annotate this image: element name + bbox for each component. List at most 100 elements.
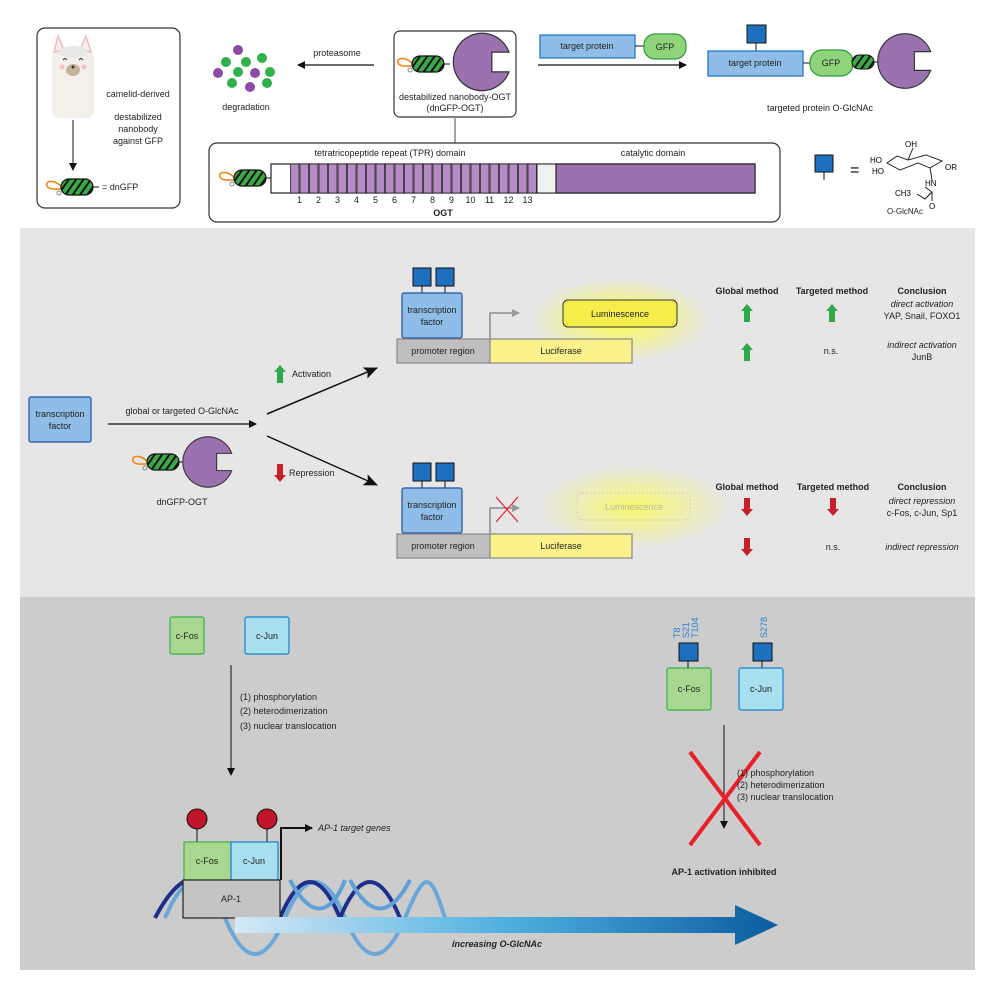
tf-label: factor [421, 512, 444, 522]
catalytic-domain-label: catalytic domain [621, 148, 686, 158]
ap1-activation-path: c-Fos c-Jun (1) phosphorylation (2) hete… [153, 616, 447, 956]
tpr-repeat-segment [499, 163, 509, 194]
target-protein-label: target protein [728, 58, 781, 68]
oglcnac-icon [678, 642, 699, 662]
repression-arrow [266, 435, 378, 486]
degraded-fragments-icon [213, 45, 275, 92]
oglcnac-icon [412, 462, 432, 482]
chem-ho: HO [870, 156, 882, 165]
dngfp-label: = dnGFP [102, 182, 138, 192]
oglcnac-icon [412, 267, 432, 287]
tpr-number: 9 [449, 195, 454, 205]
tpr-repeat-segment [480, 163, 490, 194]
tpr-repeat-segment [461, 163, 471, 194]
tpr-number: 5 [373, 195, 378, 205]
cjun-label: c-Jun [243, 856, 265, 866]
oglcnac-icon [814, 154, 834, 173]
construct-label-2: (dnGFP-OGT) [426, 103, 483, 113]
luminescence-label: Luminescence [605, 502, 663, 512]
header-global: Global method [716, 482, 779, 492]
header-conclusion: Conclusion [898, 286, 947, 296]
ogt-label: OGT [433, 208, 453, 218]
header-targeted: Targeted method [797, 482, 869, 492]
conclusion: direct repression [889, 496, 956, 506]
ap1-targets-label: AP-1 target genes [317, 823, 391, 833]
global-targeted-label: global or targeted O-GlcNAc [125, 406, 239, 416]
luciferase-label: Luciferase [540, 346, 582, 356]
tpr-repeat-segment [442, 163, 452, 194]
tpr-repeat-segment [518, 163, 528, 194]
cfos-label: c-Fos [196, 856, 219, 866]
site-label: T8 [672, 627, 682, 638]
phosphate-icon [186, 808, 208, 830]
oglcnac-gradient-arrow: increasing O-GlcNAc [235, 905, 778, 949]
header-targeted: Targeted method [796, 286, 868, 296]
degradation-group: degradation proteasome [213, 45, 374, 112]
tpr-repeat-segment [508, 163, 518, 194]
ap1-inhibited-path: T8 S21 T104 S278 c-Fos c-Jun (1) phospho… [666, 617, 834, 877]
tf-label: transcription [407, 305, 456, 315]
tpr-number: 8 [430, 195, 435, 205]
tpr-repeat-segment [432, 163, 442, 194]
step-3: (3) nuclear translocation [240, 721, 337, 731]
nanobody-desc-2: nanobody [118, 124, 158, 134]
chem-o: O [929, 202, 935, 211]
tpr-repeat-segment [309, 163, 319, 194]
tpr-repeat-segment [394, 163, 404, 194]
degradation-label: degradation [222, 102, 270, 112]
oglcnac-icon [746, 24, 767, 44]
bottom-panel [20, 597, 975, 970]
chem-ho: HO [872, 167, 884, 176]
chem-ch3: CH3 [895, 189, 912, 198]
activation-arrow [266, 367, 378, 415]
tpr-number: 4 [354, 195, 359, 205]
conclusion: direct activation [891, 299, 954, 309]
llama-icon [52, 33, 94, 118]
oglcnac-structure-icon [886, 147, 944, 201]
promoter-label: promoter region [411, 541, 475, 551]
conclusion: indirect activation [887, 340, 957, 350]
oglcnac-legend: = OH HO HO OR HN CH3 O O-GlcNAc [814, 140, 957, 216]
step-1: (1) phosphorylation [240, 692, 317, 702]
oglcnac-icon [435, 267, 455, 287]
dngfp-ogt-label: dnGFP-OGT [156, 497, 208, 507]
inhibited-label: AP-1 activation inhibited [671, 867, 776, 877]
site-label: T104 [690, 617, 700, 638]
repression-construct: Luminescence transcription factor promot… [396, 462, 729, 559]
targeting-scheme: target protein GFP target protein GFP ta… [538, 24, 932, 113]
conclusion: indirect repression [885, 542, 959, 552]
tf-label: factor [421, 317, 444, 327]
step-2: (2) heterodimerization [737, 780, 825, 790]
activation-label: Activation [292, 369, 331, 379]
tpr-repeat-segment [489, 163, 499, 194]
not-significant: n.s. [826, 542, 841, 552]
tpr-number: 12 [503, 195, 513, 205]
gradient-label: increasing O-GlcNAc [452, 939, 542, 949]
tpr-repeat-segment [337, 163, 347, 194]
tpr-repeat-segment [404, 163, 414, 194]
tf-label: transcription [35, 409, 84, 419]
tpr-repeat-segment [375, 163, 385, 194]
dngfp-ogt-panel: destabilized nanobody-OGT (dnGFP-OGT) [393, 30, 517, 143]
target-protein-label: target protein [560, 41, 613, 51]
equals-sign: = [850, 162, 859, 179]
tf-label: transcription [407, 500, 456, 510]
promoter-label: promoter region [411, 346, 475, 356]
oglcnac-label: O-GlcNAc [887, 207, 923, 216]
ogt-enzyme-icon [877, 33, 932, 89]
luminescence-label: Luminescence [591, 309, 649, 319]
step-3: (3) nuclear translocation [737, 792, 834, 802]
repression-label: Repression [289, 468, 335, 478]
ogt-domain-panel: tetratricopeptide repeat (TPR) domain ca… [208, 142, 781, 223]
tpr-repeats [290, 163, 537, 194]
tpr-number: 13 [522, 195, 532, 205]
tpr-repeat-segment [413, 163, 423, 194]
activation-table: Global method Targeted method Conclusion… [716, 286, 961, 362]
step-2: (2) heterodimerization [240, 706, 328, 716]
activation-construct: Luminescence transcription factor promot… [396, 267, 710, 364]
proteasome-label: proteasome [313, 48, 361, 58]
site-label: S278 [759, 617, 769, 638]
tpr-number: 1 [297, 195, 302, 205]
catalytic-domain-bar [555, 163, 756, 194]
tpr-repeat-segment [299, 163, 309, 194]
